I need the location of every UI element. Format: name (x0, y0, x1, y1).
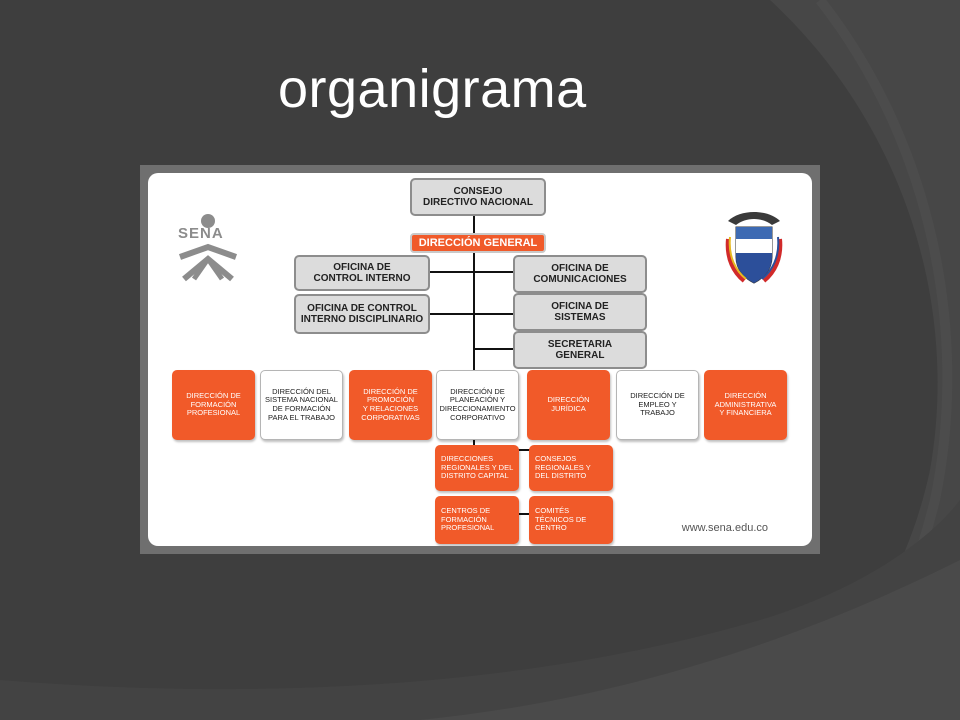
slide-title: organigrama (278, 59, 587, 119)
org-chart: SENA CONSEJO DIRECTIVO NAC (148, 173, 812, 546)
training-centers-box: CENTROS DE FORMACIÓN PROFESIONAL (435, 496, 519, 544)
office-sistemas-box: OFICINA DE SISTEMAS (513, 293, 647, 331)
direction-card: DIRECCIÓN DEL SISTEMA NACIONAL DE FORMAC… (260, 370, 343, 440)
secretaria-general-box: SECRETARIA GENERAL (513, 331, 647, 369)
regional-directions-box: DIRECCIONES REGIONALES Y DEL DISTRITO CA… (435, 445, 519, 491)
office-control-disciplinario-box: OFICINA DE CONTROL INTERNO DISCIPLINARIO (294, 294, 430, 334)
connector-line (473, 251, 475, 449)
direction-card: DIRECCIÓN ADMINISTRATIVA Y FINANCIERA (704, 370, 787, 440)
connector-line (473, 215, 475, 233)
connector-line (429, 313, 517, 315)
direction-card: DIRECCIÓN DE FORMACIÓN PROFESIONAL (172, 370, 255, 440)
direction-card: DIRECCIÓN DE PROMOCIÓN Y RELACIONES CORP… (349, 370, 432, 440)
sena-logo (178, 214, 238, 282)
direction-card: DIRECCIÓN DE PLANEACIÓN Y DIRECCIONAMIEN… (436, 370, 519, 440)
connector-line (473, 348, 517, 350)
consejo-directivo-box: CONSEJO DIRECTIVO NACIONAL (410, 178, 546, 216)
direction-card: DIRECCIÓN JURÍDICA (527, 370, 610, 440)
technical-committees-box: COMITÉS TÉCNICOS DE CENTRO (529, 496, 613, 544)
sena-logo-text: SENA (178, 225, 224, 242)
website-url: www.sena.edu.co (681, 522, 768, 534)
direction-card: DIRECCIÓN DE EMPLEO Y TRABAJO (616, 370, 699, 440)
office-control-interno-box: OFICINA DE CONTROL INTERNO (294, 255, 430, 291)
regional-councils-box: CONSEJOS REGIONALES Y DEL DISTRITO (529, 445, 613, 491)
org-chart-panel: SENA CONSEJO DIRECTIVO NAC (140, 165, 820, 554)
connector-line (429, 271, 517, 273)
sena-logo-head-icon (201, 214, 215, 228)
direccion-general-box: DIRECCIÓN GENERAL (410, 233, 546, 253)
coat-of-arms-icon (725, 212, 783, 284)
office-comunicaciones-box: OFICINA DE COMUNICACIONES (513, 255, 647, 293)
